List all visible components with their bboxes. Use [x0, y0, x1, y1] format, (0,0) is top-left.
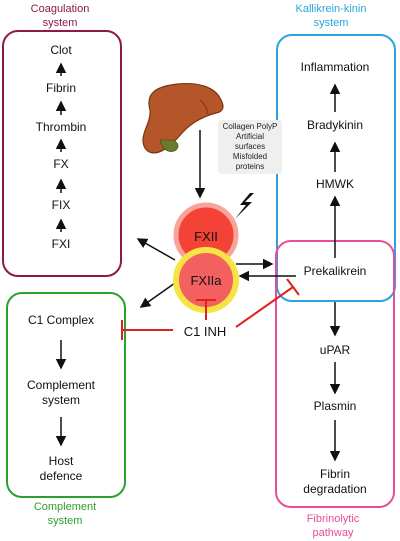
- fxiia-label: FXIIa: [190, 273, 222, 288]
- fxii-label: FXII: [194, 229, 218, 244]
- c1-inh-label: C1 INH: [183, 324, 227, 339]
- activators-note: Collagen PolyP Artificial surfaces Misfo…: [218, 120, 282, 174]
- coag-step-fx: FX: [53, 157, 69, 171]
- complement-box: [6, 292, 126, 498]
- fib-step-fibrin-degradation: Fibrin degradation: [303, 467, 367, 496]
- kallikrein-title: Kallikrein-kinin system: [295, 3, 367, 29]
- activators-text: Collagen PolyP Artificial surfaces Misfo…: [222, 122, 278, 171]
- coag-step-thrombin: Thrombin: [35, 120, 87, 134]
- coag-step-fxi: FXI: [51, 237, 71, 251]
- liver-icon: [142, 82, 224, 154]
- comp-step-c1-complex: C1 Complex: [27, 313, 95, 327]
- inhibit-c1inh-prekalikrein: [235, 286, 294, 328]
- fib-step-prekalikrein: Prekalikrein: [303, 264, 367, 278]
- lightning-icon: [235, 193, 254, 219]
- coag-step-clot: Clot: [50, 43, 72, 57]
- kk-step-inflammation: Inflammation: [300, 60, 370, 74]
- fibrinolytic-title: Fibrinolytic pathway: [306, 513, 360, 539]
- comp-step-complement-system: Complement system: [26, 378, 96, 407]
- arrow-fxiia-to-coagulation: [136, 238, 176, 261]
- comp-step-host-defence: Host defence: [39, 454, 83, 483]
- complement-title: Complement system: [33, 501, 97, 527]
- fib-step-plasmin: Plasmin: [313, 399, 357, 413]
- arrow-fxiia-to-complement: [139, 282, 176, 308]
- kk-step-bradykinin: Bradykinin: [306, 118, 364, 132]
- coag-step-fix: FIX: [51, 198, 71, 212]
- fib-step-upar: uPAR: [319, 343, 351, 357]
- coagulation-box: [2, 30, 122, 277]
- coag-step-fibrin: Fibrin: [45, 81, 76, 95]
- coagulation-title: Coagulation system: [30, 3, 90, 29]
- kk-step-hmwk: HMWK: [316, 177, 354, 191]
